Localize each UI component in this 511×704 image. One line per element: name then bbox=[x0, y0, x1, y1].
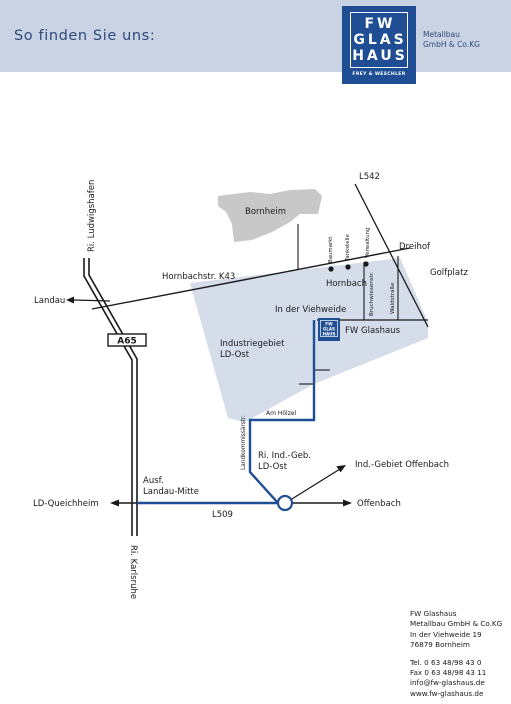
hornbachstr-label: Hornbachstr. K43 bbox=[162, 272, 235, 282]
tankstelle-marker-icon bbox=[345, 264, 351, 270]
verwaltung-label: Verwaltung bbox=[365, 228, 371, 258]
logo-subtitle: FREY & WESCHLER bbox=[352, 72, 406, 77]
logo-text-glas: GLAS bbox=[353, 32, 407, 48]
fw-glashaus-label: FW Glashaus bbox=[345, 326, 401, 336]
contact-email-link[interactable]: info@fw-glashaus.de bbox=[410, 678, 485, 688]
ind-gebiet-offenbach-road bbox=[286, 468, 341, 503]
company-line-1: Metallbau bbox=[423, 30, 460, 39]
offenbach-label: Offenbach bbox=[357, 499, 401, 509]
contact-company: FW Glashaus bbox=[410, 609, 457, 618]
dreihof-label: Dreihof bbox=[399, 242, 431, 252]
ausf-label: Ausf. bbox=[143, 476, 164, 486]
ri-ind-geb-ldost-label: LD-Ost bbox=[258, 462, 288, 472]
contact-spacer bbox=[410, 651, 502, 658]
a65-motorway-right bbox=[88, 258, 138, 536]
contact-website-link[interactable]: www.fw-glashaus.de bbox=[410, 688, 484, 698]
contact-street: In der Viehweide 19 bbox=[410, 629, 482, 639]
tankstelle-label: Tankstelle bbox=[345, 234, 351, 262]
roundabout-icon bbox=[276, 494, 294, 512]
ri-ludwigshafen-label: Ri. Ludwigshafen bbox=[87, 180, 97, 252]
marker-logo-haus: HAUS bbox=[322, 332, 335, 337]
marker-logo-glas: GLAS bbox=[323, 327, 335, 332]
contact-fax: Fax 0 63 48/98 43 11 bbox=[410, 668, 487, 678]
ri-ind-geb-label: Ri. Ind.-Geb. bbox=[258, 451, 311, 461]
industrial-area bbox=[190, 258, 428, 422]
verwaltung-marker-icon bbox=[363, 261, 369, 267]
viehweide-label: In der Viehweide bbox=[275, 305, 346, 315]
landau-label: Landau bbox=[34, 296, 65, 306]
industriegebiet-label: Industriegebiet bbox=[220, 339, 285, 349]
logo-frame: FW GLAS HAUS bbox=[350, 12, 408, 68]
contact-city: 76879 Bornheim bbox=[410, 640, 470, 650]
landau-road bbox=[73, 299, 111, 302]
company-line-2: GmbH & Co.KG bbox=[423, 40, 480, 49]
landau-arrow-icon bbox=[66, 296, 74, 304]
a65-label: A65 bbox=[117, 337, 137, 347]
page-title: So finden Sie uns: bbox=[14, 28, 156, 44]
a65-shield bbox=[107, 333, 147, 347]
header-banner: So finden Sie uns: bbox=[0, 0, 511, 72]
baumarkt-marker-icon bbox=[328, 266, 334, 272]
company-logo: FW GLAS HAUS FREY & WESCHLER bbox=[342, 6, 416, 84]
contact-block: FW Glashaus Metallbau GmbH & Co.KG In de… bbox=[410, 609, 502, 699]
golfplatz-label: Golfplatz bbox=[430, 268, 468, 278]
contact-company-form: Metallbau GmbH & Co.KG bbox=[410, 619, 503, 629]
l542-road bbox=[354, 183, 429, 328]
bornheim-label: Bornheim bbox=[245, 207, 286, 217]
bruchwiesenstr-label: Bruchwiesenstr. bbox=[369, 271, 375, 316]
landkommissaerstr-label: Landkommissärstr. bbox=[241, 415, 247, 470]
route-to-fw-glashaus bbox=[137, 320, 316, 505]
offenbach-arrow-icon bbox=[343, 499, 352, 507]
ind-gebiet-arrow-icon bbox=[336, 465, 346, 473]
logo-text-haus: HAUS bbox=[352, 48, 408, 64]
am-hoelzel-label: Am Hölzel bbox=[266, 410, 297, 417]
l542-label: L542 bbox=[359, 172, 380, 182]
hornbachstr-road bbox=[91, 247, 411, 310]
fw-glashaus-marker-frame bbox=[320, 320, 338, 337]
bornheim-town-area bbox=[218, 189, 322, 242]
ind-gebiet-offenbach-label: Ind.-Gebiet Offenbach bbox=[355, 460, 449, 470]
l509-label: L509 bbox=[212, 510, 233, 520]
queichheim-arrow-icon bbox=[110, 499, 119, 507]
company-name: Metallbau GmbH & Co.KG bbox=[423, 30, 480, 50]
ld-queichheim-label: LD-Queichheim bbox=[33, 499, 99, 509]
ri-karlsruhe-label: Ri. Karlsruhe bbox=[128, 545, 138, 599]
waldstrasse-label: Waldstraße bbox=[390, 282, 396, 314]
industriegebiet-ldost-label: LD-Ost bbox=[220, 350, 250, 360]
hornbach-label: Hornbach bbox=[326, 279, 367, 289]
a65-motorway-left bbox=[83, 258, 133, 536]
contact-phone: Tel. 0 63 48/98 43 0 bbox=[410, 657, 482, 667]
fw-glashaus-marker bbox=[318, 318, 340, 341]
logo-text-fw: FW bbox=[364, 16, 396, 32]
marker-logo-fw: FW bbox=[325, 322, 333, 327]
landau-mitte-label: Landau-Mitte bbox=[143, 487, 199, 497]
baumarkt-label: Baumarkt bbox=[328, 237, 334, 263]
